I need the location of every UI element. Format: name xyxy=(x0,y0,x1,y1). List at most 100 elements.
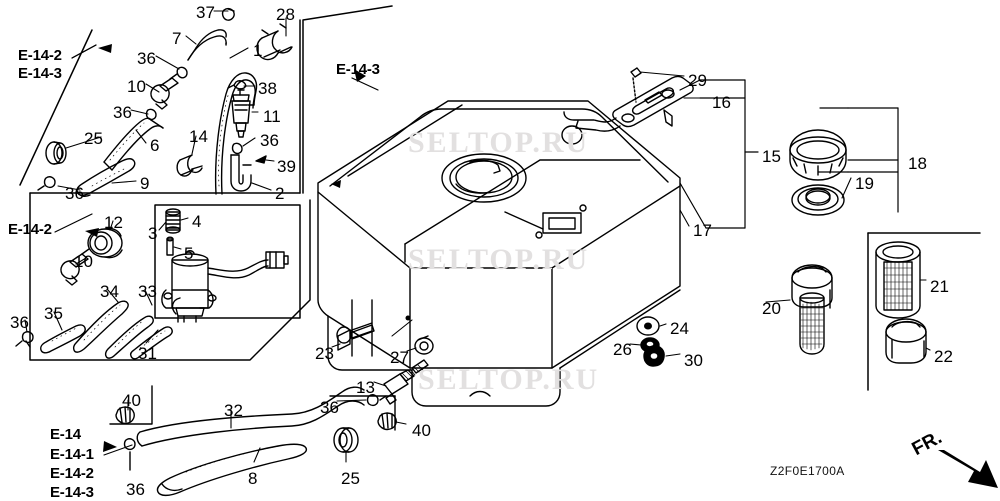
group-boundary-lines xyxy=(19,5,393,361)
part-36-clip-e xyxy=(15,331,34,348)
part-23-bolt xyxy=(336,322,375,351)
part-28-clamp xyxy=(256,23,293,61)
part-25-grommet-bottom xyxy=(333,427,359,453)
part-6-hose xyxy=(103,117,164,171)
callout-36: 36 xyxy=(65,184,84,203)
callout-37: 37 xyxy=(196,3,215,22)
part-36-clip-g xyxy=(123,438,136,471)
part-14-clamp xyxy=(176,154,203,177)
part-2-hose xyxy=(230,154,252,192)
part-7-hose xyxy=(187,29,227,61)
callout-1: 1 xyxy=(253,41,263,60)
diagram-code: Z2F0E1700A xyxy=(770,464,845,478)
part-35-hose xyxy=(40,324,86,354)
part-8-hose xyxy=(156,443,308,497)
watermark-3: SELTOP.RU xyxy=(418,363,600,396)
callout-24: 24 xyxy=(670,319,689,338)
part-16-gauge-bracket xyxy=(561,67,694,145)
bottom-bracket-lines xyxy=(109,385,396,431)
part-38-clip xyxy=(227,80,247,90)
callout-19: 19 xyxy=(855,174,874,193)
strainer-group-box xyxy=(867,232,981,391)
callout-36: 36 xyxy=(320,398,339,417)
callout-32: 32 xyxy=(224,401,243,420)
fuel-pump-assembly xyxy=(161,208,289,323)
section-ref-e-14-3: E-14-3 xyxy=(336,61,380,78)
part-20-strainer xyxy=(791,264,833,355)
callout-34: 34 xyxy=(100,282,119,301)
part-19-gasket xyxy=(791,184,845,216)
part-36-clip-d xyxy=(231,142,243,155)
part-9-hose xyxy=(76,158,136,198)
callout-30: 30 xyxy=(684,351,703,370)
part-21-strainer xyxy=(875,241,921,319)
callout-27: 27 xyxy=(390,348,409,367)
callout-10: 10 xyxy=(127,77,146,96)
callout-21: 21 xyxy=(930,277,949,296)
watermark-2: SELTOP.RU xyxy=(408,243,590,276)
callout-36: 36 xyxy=(260,131,279,150)
part-37-clip xyxy=(221,7,235,21)
callout-36: 36 xyxy=(126,480,145,499)
callout-25: 25 xyxy=(341,469,360,488)
watermark-1: SELTOP.RU xyxy=(408,126,590,159)
part-30-nut xyxy=(643,345,665,367)
callout-36: 36 xyxy=(137,49,156,68)
callout-9: 9 xyxy=(140,174,150,193)
callout-40: 40 xyxy=(412,421,431,440)
callout-35: 35 xyxy=(44,304,63,323)
part-22-clip-ring xyxy=(885,318,927,364)
callout-36: 36 xyxy=(113,103,132,122)
callout-38: 38 xyxy=(258,79,277,98)
part-32-hose xyxy=(136,386,365,447)
part-40-clip-b xyxy=(377,412,397,431)
callout-28: 28 xyxy=(276,5,295,24)
callout-33: 33 xyxy=(138,282,157,301)
part-17-fuel-tank xyxy=(317,100,681,407)
section-ref-e-14-2: E-14-2 xyxy=(8,221,52,238)
callout-12: 12 xyxy=(104,213,123,232)
part-10-valve-b xyxy=(60,248,90,286)
callout-10: 10 xyxy=(74,252,93,271)
part-10-valve xyxy=(150,73,179,110)
leader-lines xyxy=(54,44,379,233)
callout-29: 29 xyxy=(688,71,707,90)
callout-6: 6 xyxy=(150,136,160,155)
part-36-clip-a xyxy=(176,66,188,79)
part-33-hose xyxy=(104,315,154,359)
part-40-clip-a xyxy=(115,406,135,425)
part-24-washer xyxy=(636,316,660,336)
fr-arrow xyxy=(938,450,998,488)
callout-16: 16 xyxy=(712,93,731,112)
part-36-clip-c xyxy=(37,176,56,191)
callout-39: 39 xyxy=(277,157,296,176)
callout-8: 8 xyxy=(248,469,258,488)
part-39-clip xyxy=(255,155,267,164)
callout-31: 31 xyxy=(138,344,157,363)
callout-25: 25 xyxy=(84,129,103,148)
part-31-hose xyxy=(129,326,173,360)
callout-13: 13 xyxy=(356,378,375,397)
callout-leaders xyxy=(24,10,931,463)
part-11-fuel-filter xyxy=(231,88,251,138)
callout-40: 40 xyxy=(122,391,141,410)
section-ref-e-14-3: E-14-3 xyxy=(50,484,94,501)
bracket-lines xyxy=(679,79,899,229)
callout-4: 4 xyxy=(192,212,202,231)
arrowheads xyxy=(85,44,366,452)
section-ref-e-14-3: E-14-3 xyxy=(18,65,62,82)
callout-18: 18 xyxy=(908,154,927,173)
callout-3: 3 xyxy=(148,224,158,243)
callout-14: 14 xyxy=(189,127,208,146)
part-18-fuel-cap xyxy=(789,129,847,181)
section-ref-e-14-2: E-14-2 xyxy=(50,465,94,482)
callout-20: 20 xyxy=(762,299,781,318)
callout-23: 23 xyxy=(315,344,334,363)
callout-26: 26 xyxy=(613,340,632,359)
callout-5: 5 xyxy=(184,244,194,263)
part-25-grommet-top xyxy=(45,141,67,165)
callout-7: 7 xyxy=(172,29,182,48)
callout-11: 11 xyxy=(263,107,281,126)
